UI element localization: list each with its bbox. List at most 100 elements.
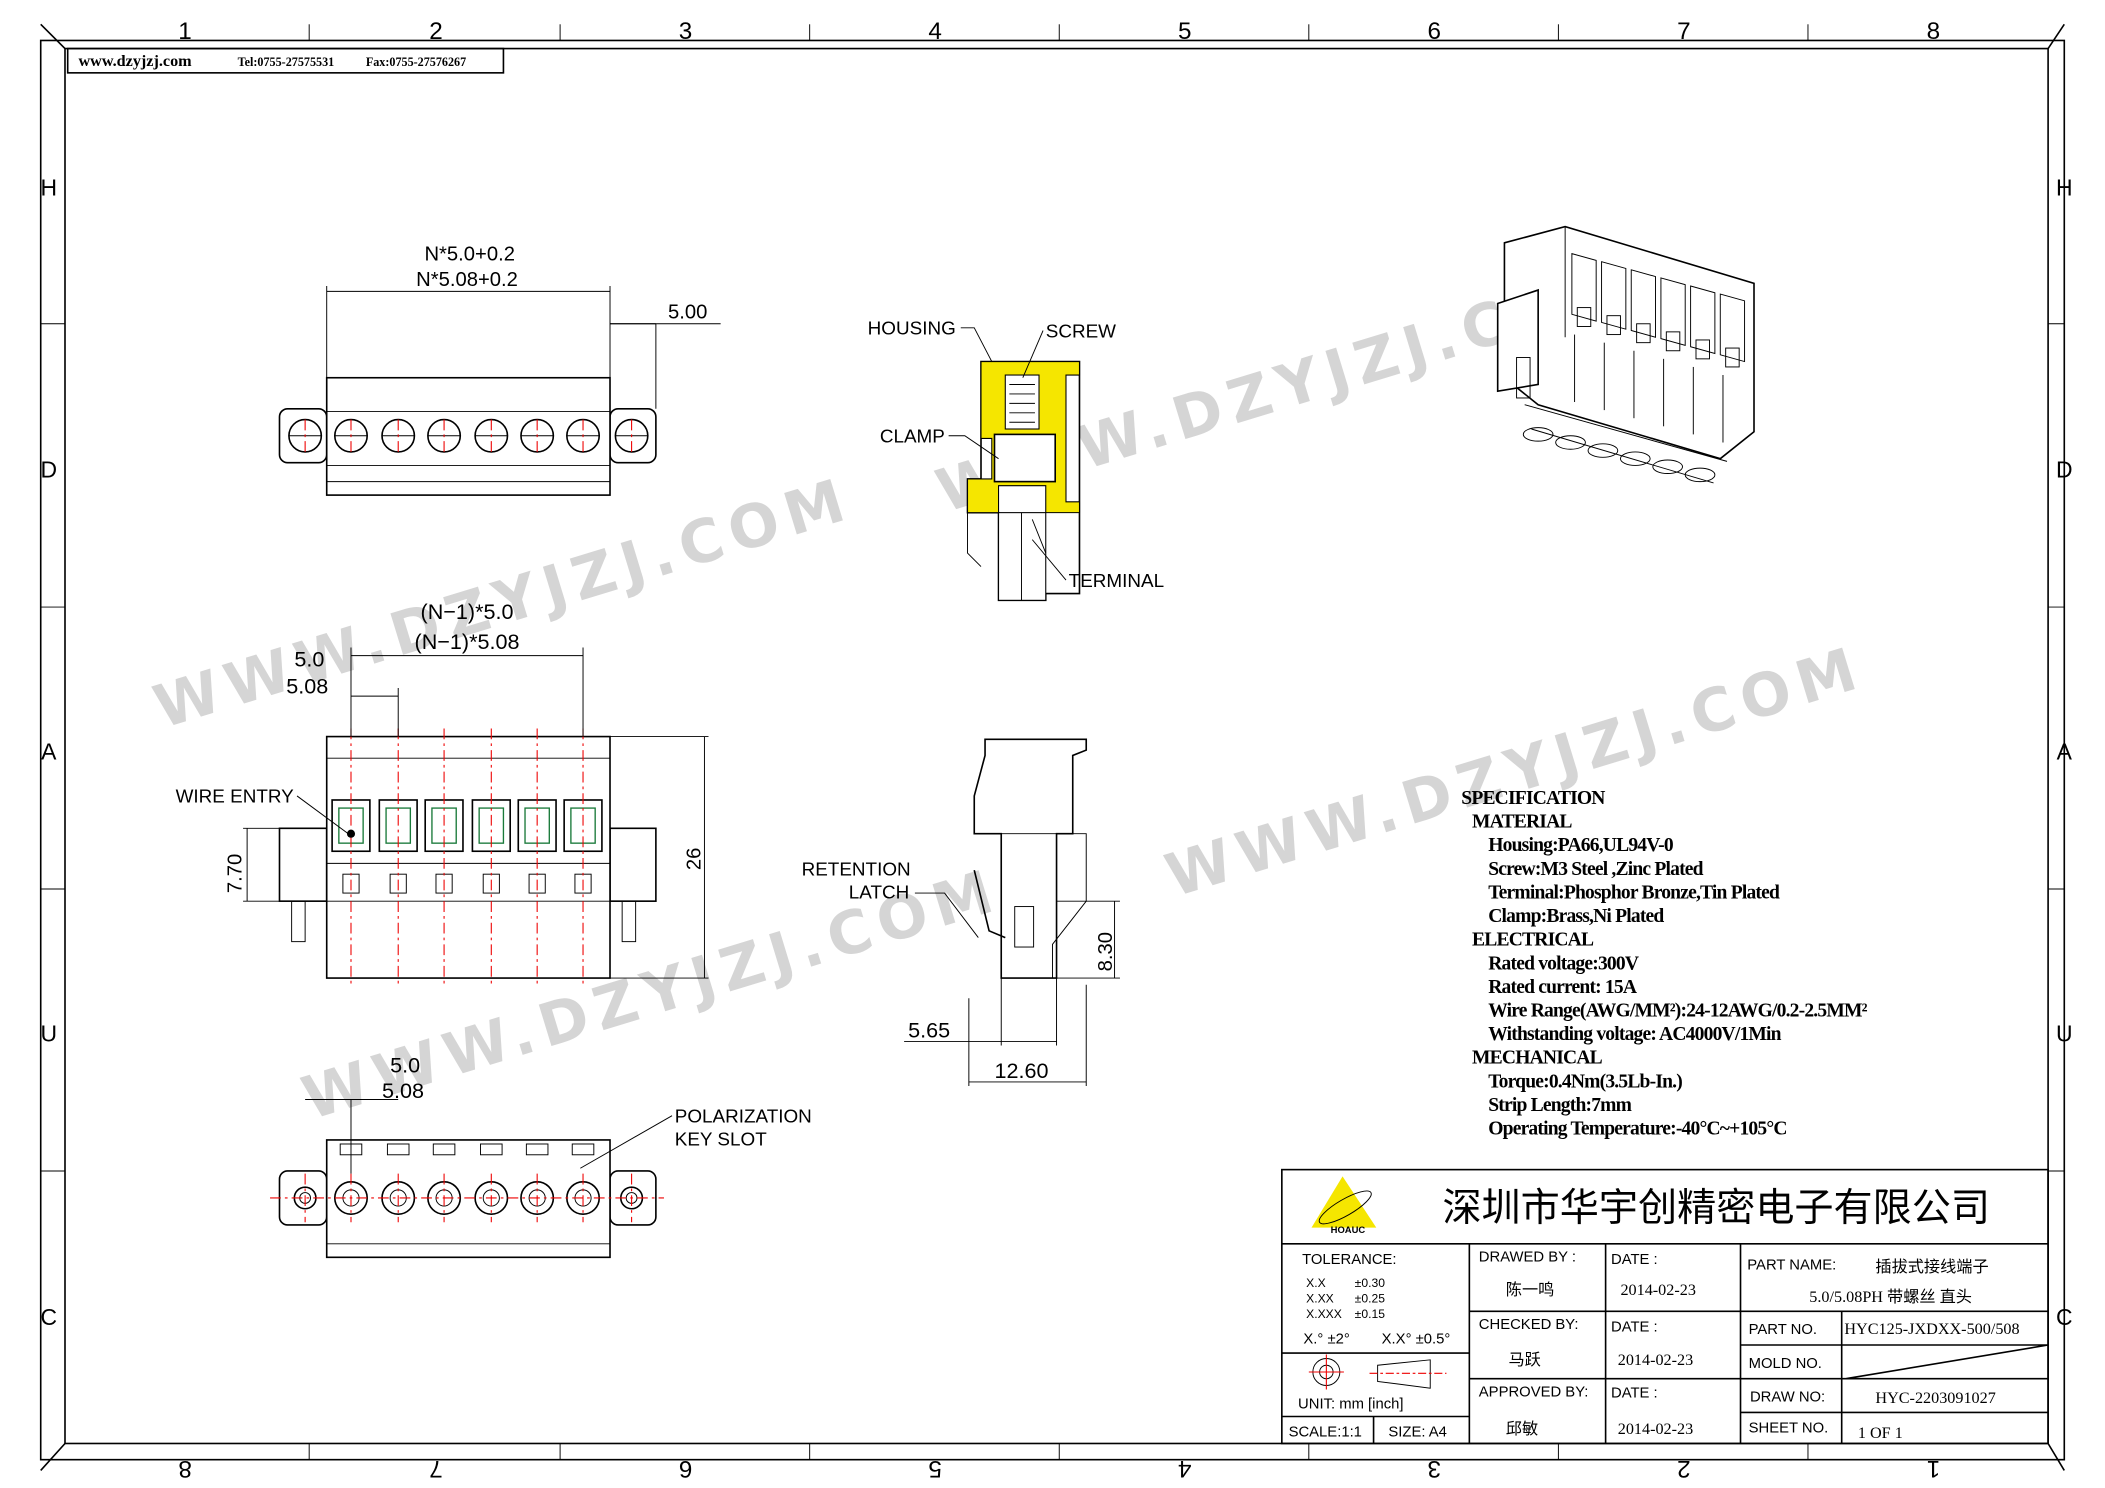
dim-text: (N−1)*5.08 [415, 629, 520, 654]
zone-label: A [2057, 739, 2073, 765]
date-checked: 2014-02-23 [1618, 1352, 1693, 1369]
iso-wire-hole [1522, 427, 1554, 442]
part-no-label: PART NO. [1749, 1322, 1817, 1338]
screw [1004, 374, 1040, 430]
spec-heading: ELECTRICAL [1472, 930, 1594, 951]
date-drawn: 2014-02-23 [1620, 1282, 1695, 1299]
mold-no-label: MOLD NO. [1749, 1356, 1822, 1372]
spec-item: Torque:0.4Nm(3.5Lb-In.) [1488, 1071, 1682, 1092]
part-no: HYC125-JXDXX-500/508 [1844, 1321, 2019, 1338]
screw-label: SCREW [1046, 321, 1116, 342]
polarization-slot [571, 1143, 595, 1156]
draw-no: HYC-2203091027 [1875, 1390, 1995, 1407]
polarization-slot [480, 1143, 503, 1156]
zone-label: 1 [1927, 1455, 1941, 1482]
scale-text: SCALE:1:1 [1289, 1425, 1362, 1441]
dim-text: 7.70 [225, 854, 247, 893]
iso-wire-hole [1652, 459, 1683, 474]
dim-text: 12.60 [994, 1058, 1048, 1083]
dim-text: N*5.0+0.2 [424, 243, 515, 265]
polarization-label: KEY SLOT [675, 1129, 767, 1150]
polarization-label: POLARIZATION [675, 1106, 812, 1127]
dim-text: (N−1)*5.0 [421, 599, 514, 624]
clamp [993, 433, 1057, 483]
tolerance-key: X.XX [1306, 1292, 1334, 1306]
dim-text: 5.0 [294, 646, 324, 671]
iso-wire-hole [1684, 467, 1716, 483]
spec-item: Screw:M3 Steel ,Zinc Plated [1488, 859, 1703, 880]
zone-label: 1 [178, 18, 192, 45]
iso-wire-hole [1587, 443, 1619, 458]
projection-symbol [1308, 1354, 1447, 1390]
specification: SPECIFICATION MATERIALHousing:PA66,UL94V… [1461, 788, 1868, 1140]
spec-item: Rated voltage:300V [1488, 953, 1639, 974]
front-view: (N−1)*5.0 (N−1)*5.08 5.0 5.08 WIRE ENTRY… [176, 599, 709, 985]
zone-label: 8 [178, 1455, 192, 1482]
part-name-label: PART NAME: [1747, 1257, 1836, 1273]
sheet-no: 1 OF 1 [1858, 1425, 1903, 1442]
iso-terminal [1576, 307, 1592, 327]
spec-heading: MECHANICAL [1472, 1048, 1603, 1069]
checked-by: 马跃 [1508, 1351, 1540, 1369]
wire-entry-label: WIRE ENTRY [176, 787, 295, 808]
title-block: HOAUC 深圳市华宇创精密电子有限公司 TOLERANCE: X.X±0.30… [1281, 1168, 2049, 1445]
spec-title: SPECIFICATION [1461, 788, 1605, 809]
iso-terminal [1695, 339, 1710, 360]
zone-label: 3 [1428, 1455, 1442, 1482]
housing-label: HOUSING [868, 319, 956, 340]
bottom-view: 5.0 5.08 POLARIZATION KEY SLOT [270, 1052, 812, 1259]
draw-no-label: DRAW NO: [1750, 1390, 1825, 1406]
angle-tol: X.° ±2° [1303, 1332, 1349, 1348]
zone-label: 6 [1428, 18, 1442, 45]
date-approved: 2014-02-23 [1618, 1421, 1693, 1438]
company-logo: HOAUC [1311, 1176, 1377, 1236]
side-view: RETENTION LATCH 8.30 5.65 12.60 [802, 738, 1120, 1086]
zone-label: 2 [1677, 1455, 1691, 1482]
zone-label: 5 [928, 1455, 942, 1482]
zone-label: A [41, 739, 57, 765]
iso-terminal [1606, 315, 1621, 336]
logo-text: HOAUC [1331, 1225, 1366, 1236]
top-view: N*5.0+0.2 N*5.08+0.2 5.00 [278, 243, 721, 496]
dim-text: 5.0 [390, 1052, 420, 1077]
terminal-label: TERMINAL [1069, 571, 1164, 592]
iso-cell [1660, 277, 1686, 346]
zone-label: 4 [1178, 1455, 1192, 1482]
iso-cell [1601, 261, 1627, 330]
dim-text: 5.08 [382, 1078, 424, 1103]
zone-label: 4 [928, 18, 942, 45]
spec-item: Strip Length:7mm [1488, 1095, 1631, 1116]
dim-text: 5.65 [908, 1017, 950, 1042]
zone-label: 2 [429, 18, 442, 45]
spec-item: Terminal:Phosphor Bronze,Tin Plated [1488, 882, 1780, 903]
drawed-by-label: DRAWED BY : [1479, 1249, 1576, 1265]
part-name: 插拔式接线端子 [1875, 1258, 1988, 1276]
section-view: HOUSING SCREW CLAMP TERMINAL [868, 319, 1164, 602]
iso-cell [1630, 269, 1656, 338]
zone-label: U [2056, 1020, 2073, 1046]
approved-by-label: APPROVED BY: [1479, 1384, 1589, 1400]
tolerance-value: ±0.15 [1355, 1307, 1386, 1321]
isometric-view [1496, 225, 1755, 484]
zone-label: C [2056, 1304, 2073, 1330]
zone-label: D [2056, 457, 2073, 483]
zone-label: C [41, 1304, 58, 1330]
checked-by-label: CHECKED BY: [1479, 1317, 1579, 1333]
date-label: DATE : [1611, 1320, 1658, 1336]
tolerance-key: X.X [1306, 1276, 1326, 1290]
spec-item: Withstanding voltage: AC4000V/1Min [1488, 1024, 1781, 1045]
tel-text: Tel:0755-27575531 [238, 55, 335, 69]
zone-label: 6 [679, 1455, 693, 1482]
iso-terminal [1636, 323, 1651, 344]
spec-item: Clamp:Brass,Ni Plated [1488, 906, 1664, 927]
dim-text: 26 [683, 848, 705, 870]
tolerance-label: TOLERANCE: [1302, 1252, 1396, 1268]
tolerance-key: X.XXX [1306, 1307, 1342, 1321]
iso-wire-hole [1555, 435, 1586, 450]
website-text: www.dzyjzj.com [78, 53, 192, 70]
zone-label: 3 [679, 18, 693, 45]
iso-cell [1719, 293, 1746, 363]
header-box: www.dzyjzj.com Tel:0755-27575531 Fax:075… [66, 47, 505, 74]
